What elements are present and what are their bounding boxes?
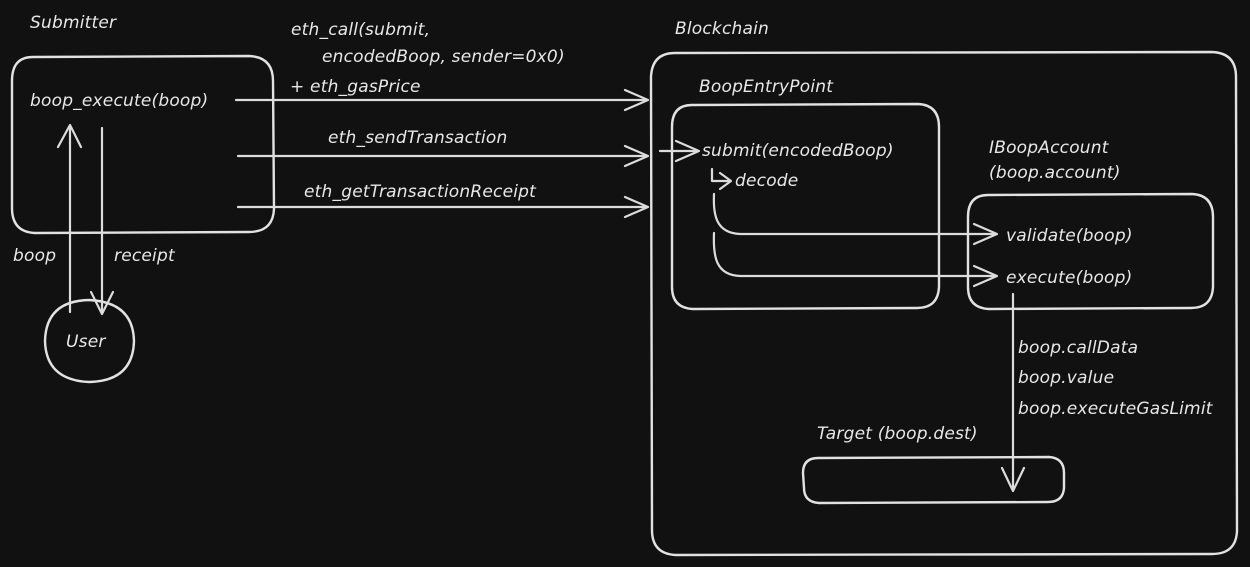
iboop-account-group: IBoopAccount (boop.account) validate(boo… <box>966 138 1215 311</box>
iboop-account-box <box>966 192 1215 311</box>
eth-gasprice-label: + eth_gasPrice <box>290 77 421 97</box>
eth-call-label-line1: eth_call(submit, <box>291 20 430 40</box>
user-group: User <box>43 298 136 384</box>
edge-eth-call: eth_call(submit, encodedBoop, sender=0x0… <box>234 20 650 112</box>
eth-send-transaction-label: eth_sendTransaction <box>328 128 508 148</box>
eth-get-transaction-receipt-label: eth_getTransactionReceipt <box>304 182 537 202</box>
decode-label: decode <box>735 171 798 191</box>
blockchain-label: Blockchain <box>675 19 769 39</box>
decode-to-execute-arrow-head <box>972 264 999 288</box>
receipt-edge-label: receipt <box>114 246 176 266</box>
submit-label: submit(encodedBoop) <box>702 141 894 161</box>
eth-call-arrow-head <box>623 88 650 112</box>
edge-decode-to-execute <box>712 231 999 288</box>
iboop-account-label-line1: IBoopAccount <box>989 138 1110 158</box>
validate-label: validate(boop) <box>1006 226 1133 246</box>
decode-arrow-head <box>718 171 733 191</box>
execute-label: execute(boop) <box>1006 268 1132 288</box>
edge-execute-to-target: boop.callData boop.value boop.executeGas… <box>1000 292 1214 493</box>
target-group: Target (boop.dest) <box>801 424 1066 505</box>
submit-incoming-arrow-head <box>674 139 701 163</box>
eth-send-transaction-arrow-head <box>623 144 650 168</box>
boop-entry-point-group: BoopEntryPoint submit(encodedBoop) decod… <box>658 77 941 311</box>
decode-to-validate-line <box>712 192 997 236</box>
blockchain-group: Blockchain <box>649 19 1239 557</box>
blockchain-box <box>649 50 1239 557</box>
target-label: Target (boop.dest) <box>817 424 978 444</box>
boop-edge-label: boop <box>13 246 56 266</box>
boop-entry-point-box <box>670 102 941 311</box>
edge-eth-get-transaction-receipt: eth_getTransactionReceipt <box>236 182 650 219</box>
eth-get-transaction-receipt-arrow-head <box>623 195 650 219</box>
decode-to-execute-line <box>712 231 997 278</box>
edge-eth-send-transaction: eth_sendTransaction <box>236 128 650 168</box>
submitter-label: Submitter <box>30 13 117 33</box>
iboop-account-label-line2: (boop.account) <box>989 163 1121 183</box>
edge-decode-to-validate <box>712 192 999 246</box>
boop-calldata-label: boop.callData <box>1018 338 1138 358</box>
boop-entry-point-label: BoopEntryPoint <box>699 77 834 97</box>
submitter-group: Submitter boop_execute(boop) <box>10 13 276 235</box>
eth-call-label-line2: encodedBoop, sender=0x0) <box>322 47 565 67</box>
boop-arrow-head <box>56 123 83 149</box>
execute-to-target-arrow-head <box>1000 466 1026 493</box>
submitter-box <box>10 54 276 235</box>
boop-execute-label: boop_execute(boop) <box>30 91 208 111</box>
decode-elbow-line <box>710 167 730 183</box>
boop-value-label: boop.value <box>1018 368 1114 388</box>
user-label: User <box>66 332 106 352</box>
target-box <box>801 455 1066 505</box>
decode-to-validate-arrow-head <box>972 222 999 246</box>
user-circle <box>43 298 136 384</box>
boop-executegaslimit-label: boop.executeGasLimit <box>1018 399 1214 419</box>
edge-submitter-to-user: receipt <box>89 126 176 316</box>
edge-user-to-submitter: boop <box>13 123 83 314</box>
receipt-arrow-head <box>89 290 115 316</box>
